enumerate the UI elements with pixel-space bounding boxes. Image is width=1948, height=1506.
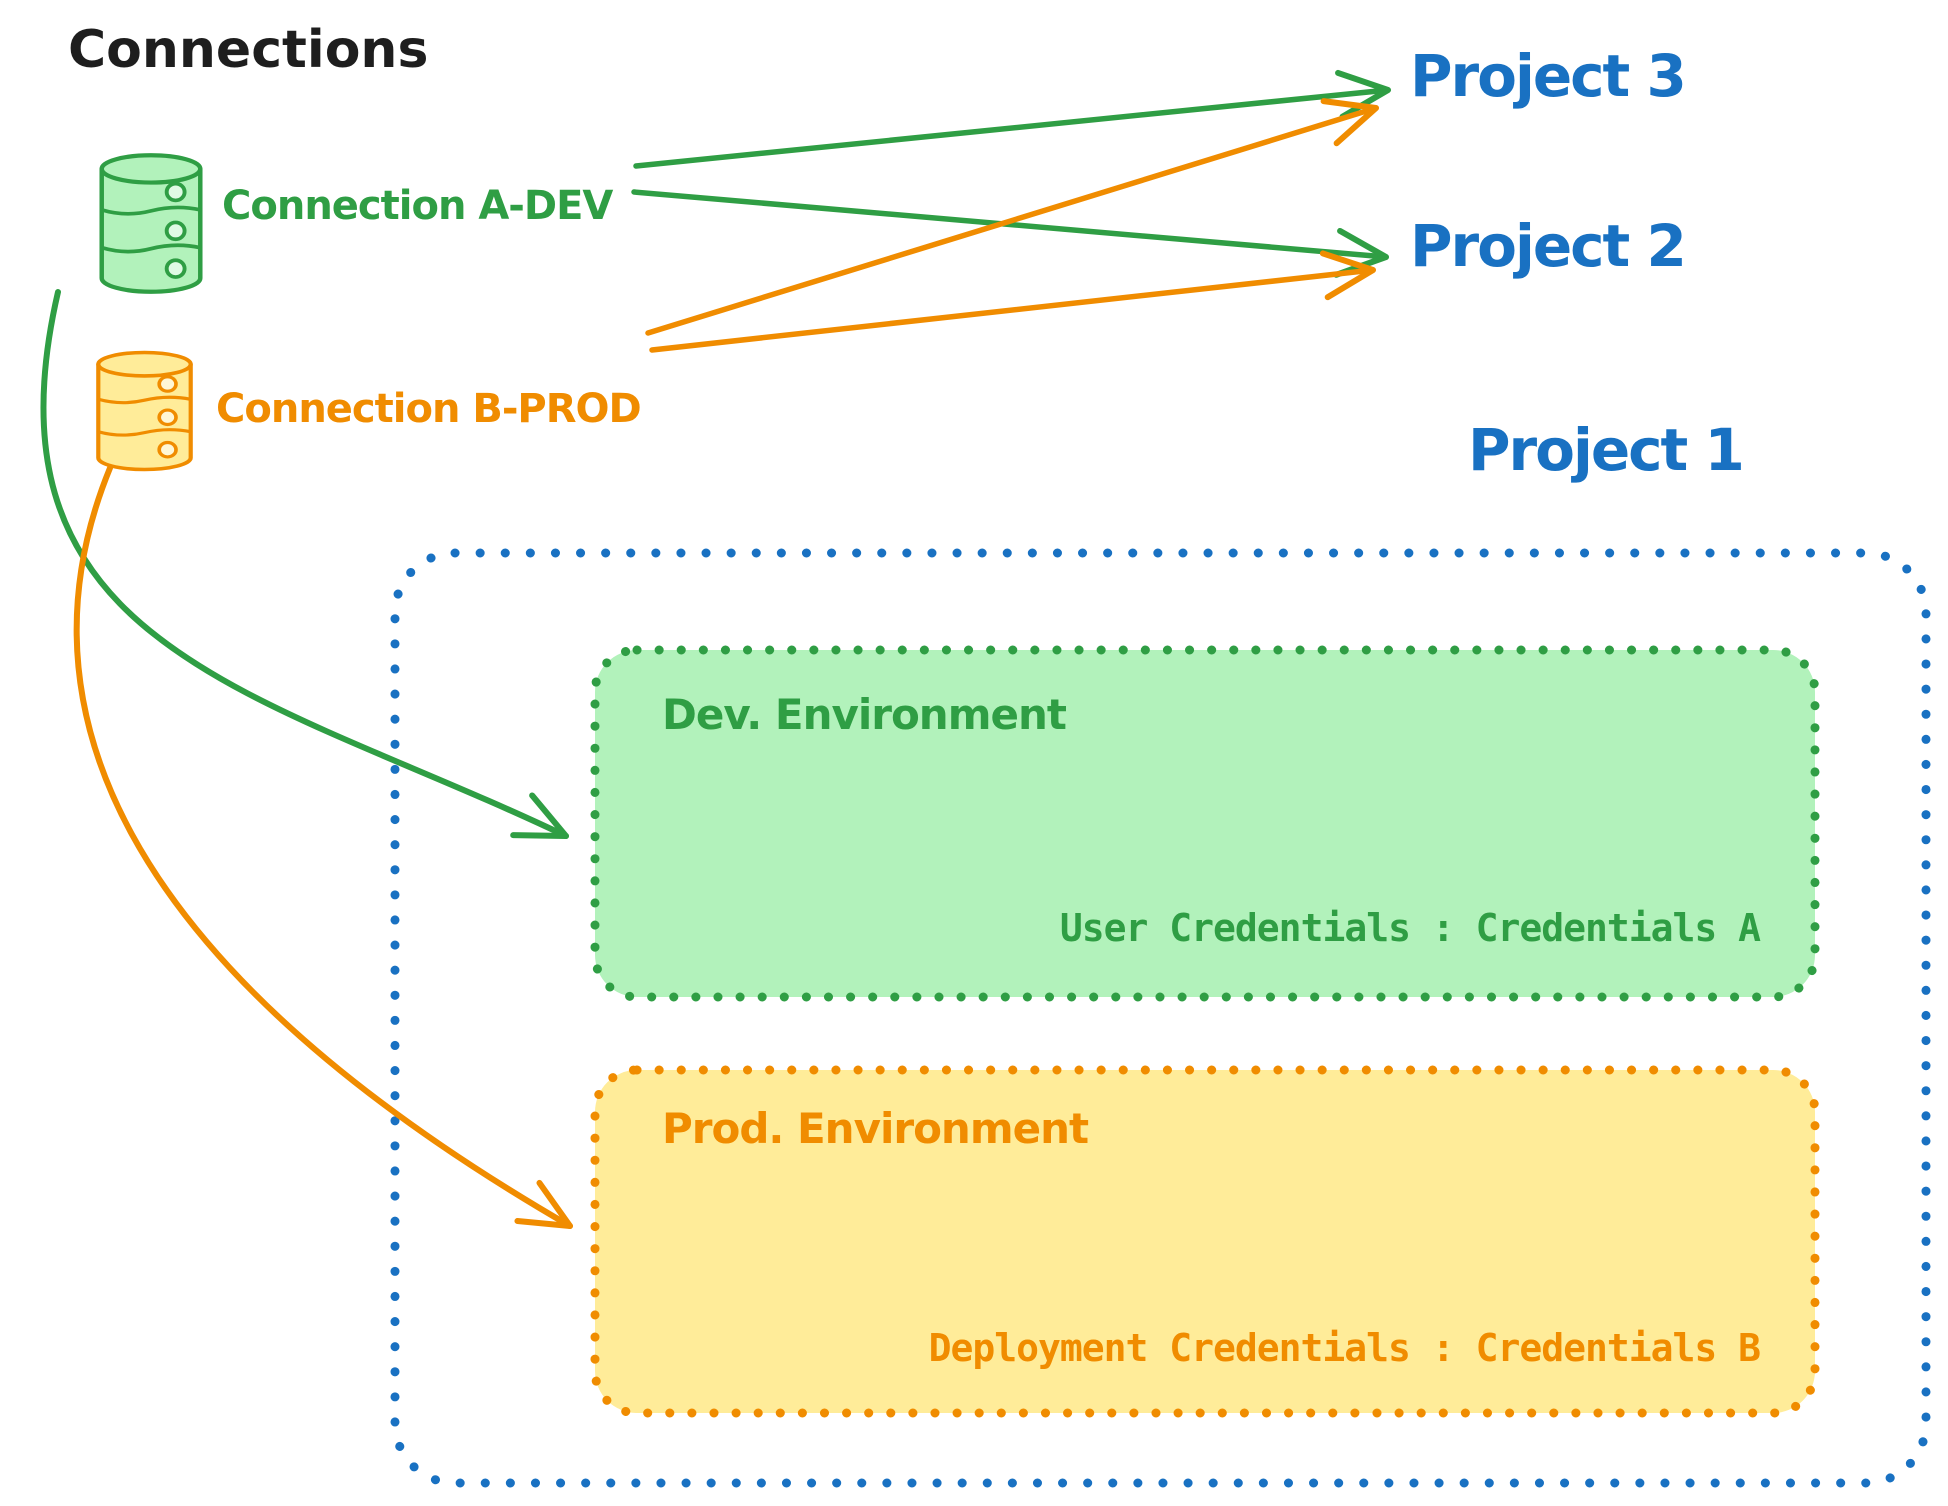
connection-b-prod-label: Connection B-PROD	[216, 386, 642, 432]
dev-credentials-text: User Credentials : Credentials A	[1059, 906, 1761, 950]
database-icon-b-prod	[96, 350, 193, 472]
prod-environment-box	[590, 1065, 1820, 1418]
dev-environment-box	[590, 645, 1820, 1002]
arrow-a-dev-to-project-3	[633, 69, 1391, 169]
prod-environment-title: Prod. Environment	[662, 1104, 1089, 1153]
project-1-label: Project 1	[1468, 416, 1745, 484]
arrow-b-prod-to-project-3	[645, 98, 1379, 336]
diagram-title: Connections	[68, 20, 429, 80]
database-icon-a-dev	[99, 153, 203, 294]
project-1-container-box	[390, 548, 1931, 1488]
project-2-label: Project 2	[1410, 212, 1687, 280]
project-3-label: Project 3	[1410, 42, 1687, 110]
connection-a-dev-label: Connection A-DEV	[222, 183, 613, 229]
arrow-b-prod-to-project-2	[649, 250, 1376, 353]
prod-credentials-text: Deployment Credentials : Credentials B	[928, 1326, 1761, 1370]
arrow-a-dev-to-dev-environment	[40, 289, 569, 839]
dev-environment-title: Dev. Environment	[662, 690, 1067, 739]
arrow-b-prod-to-prod-environment	[73, 465, 573, 1229]
arrow-a-dev-to-project-2	[631, 189, 1389, 278]
